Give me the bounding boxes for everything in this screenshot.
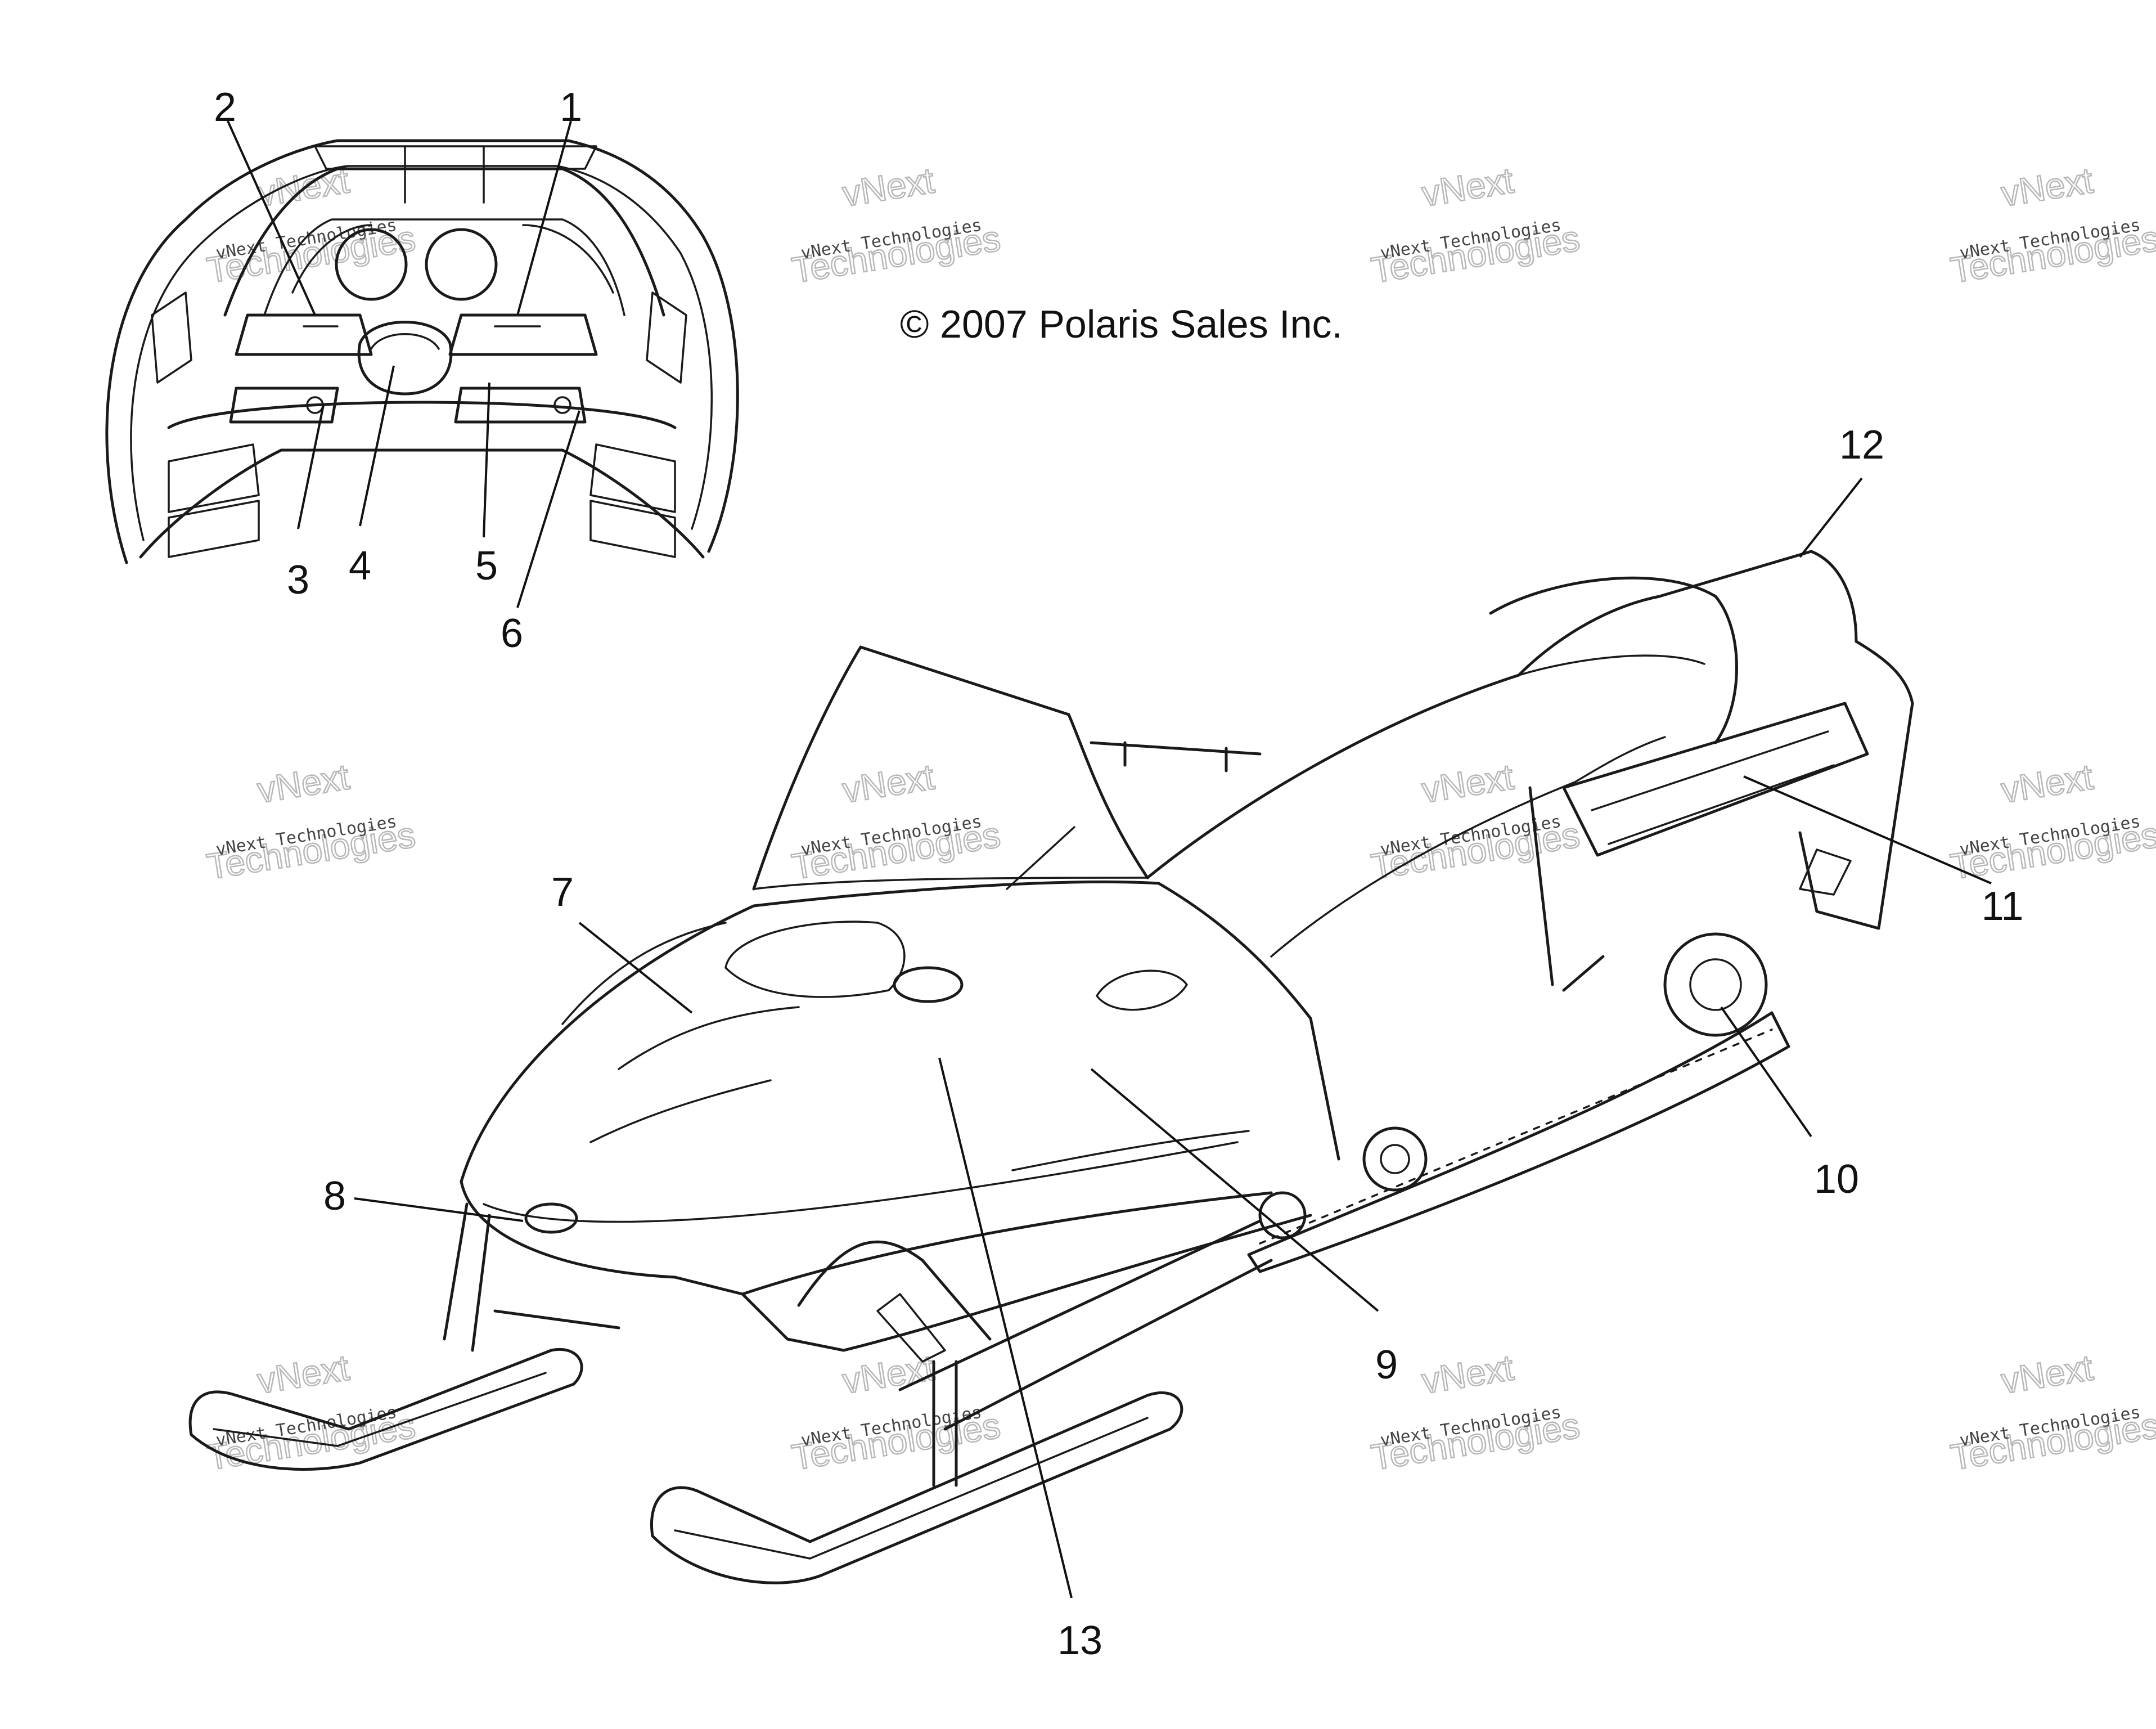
leader-line-11 bbox=[1743, 775, 1992, 884]
copyright-notice: © 2007 Polaris Sales Inc. bbox=[900, 302, 1343, 346]
leader-line-1 bbox=[516, 120, 572, 316]
watermark-outline: vNext bbox=[840, 1347, 937, 1402]
watermark-outline: vNext bbox=[1419, 160, 1516, 214]
callout-numbers: 1 2 3 4 5 6 7 8 9 10 11 12 13 bbox=[214, 85, 2023, 1663]
watermark-outline: vNext bbox=[1419, 756, 1516, 811]
watermark-outline: vNext bbox=[1999, 160, 2096, 214]
snowmobile-drawing bbox=[188, 550, 1914, 1584]
leader-line-5 bbox=[483, 382, 490, 538]
leader-line-7 bbox=[578, 922, 693, 1014]
callout-11: 11 bbox=[1982, 884, 2024, 929]
watermark-outline: vNext bbox=[255, 756, 352, 811]
watermark-outline: vNext bbox=[255, 1347, 352, 1402]
callout-9: 9 bbox=[1375, 1342, 1398, 1387]
callout-6: 6 bbox=[501, 611, 523, 656]
callout-13: 13 bbox=[1057, 1618, 1102, 1663]
watermark-outline: vNext bbox=[1419, 1347, 1516, 1402]
leader-line-3 bbox=[297, 405, 325, 529]
watermark-outline: vNext bbox=[840, 756, 937, 811]
callout-4: 4 bbox=[349, 544, 371, 589]
leader-line-12 bbox=[1799, 477, 1863, 558]
leader-line-8 bbox=[354, 1197, 524, 1222]
watermark-outline: vNext bbox=[1999, 1347, 2096, 1402]
leader-line-10 bbox=[1720, 1006, 1812, 1138]
leader-line-2 bbox=[227, 120, 316, 316]
leader-line-13 bbox=[938, 1057, 1073, 1598]
watermark-outline: vNext bbox=[1999, 756, 2096, 811]
leader-line-9 bbox=[1090, 1068, 1379, 1312]
watermark-outline: vNext bbox=[840, 160, 937, 214]
callout-8: 8 bbox=[323, 1174, 346, 1219]
callout-12: 12 bbox=[1839, 423, 1884, 468]
watermarks: vNext Technologies vNext Technologies vN… bbox=[204, 159, 2156, 1479]
callout-1: 1 bbox=[560, 85, 582, 130]
dashboard-inset-drawing bbox=[105, 139, 739, 564]
callout-5: 5 bbox=[475, 544, 498, 589]
callout-7: 7 bbox=[551, 870, 574, 915]
callout-10: 10 bbox=[1814, 1157, 1859, 1202]
callout-2: 2 bbox=[214, 85, 236, 130]
leader-lines bbox=[227, 120, 1992, 1598]
leader-line-6 bbox=[516, 410, 580, 608]
callout-3: 3 bbox=[287, 558, 309, 603]
leader-line-4 bbox=[359, 365, 395, 527]
